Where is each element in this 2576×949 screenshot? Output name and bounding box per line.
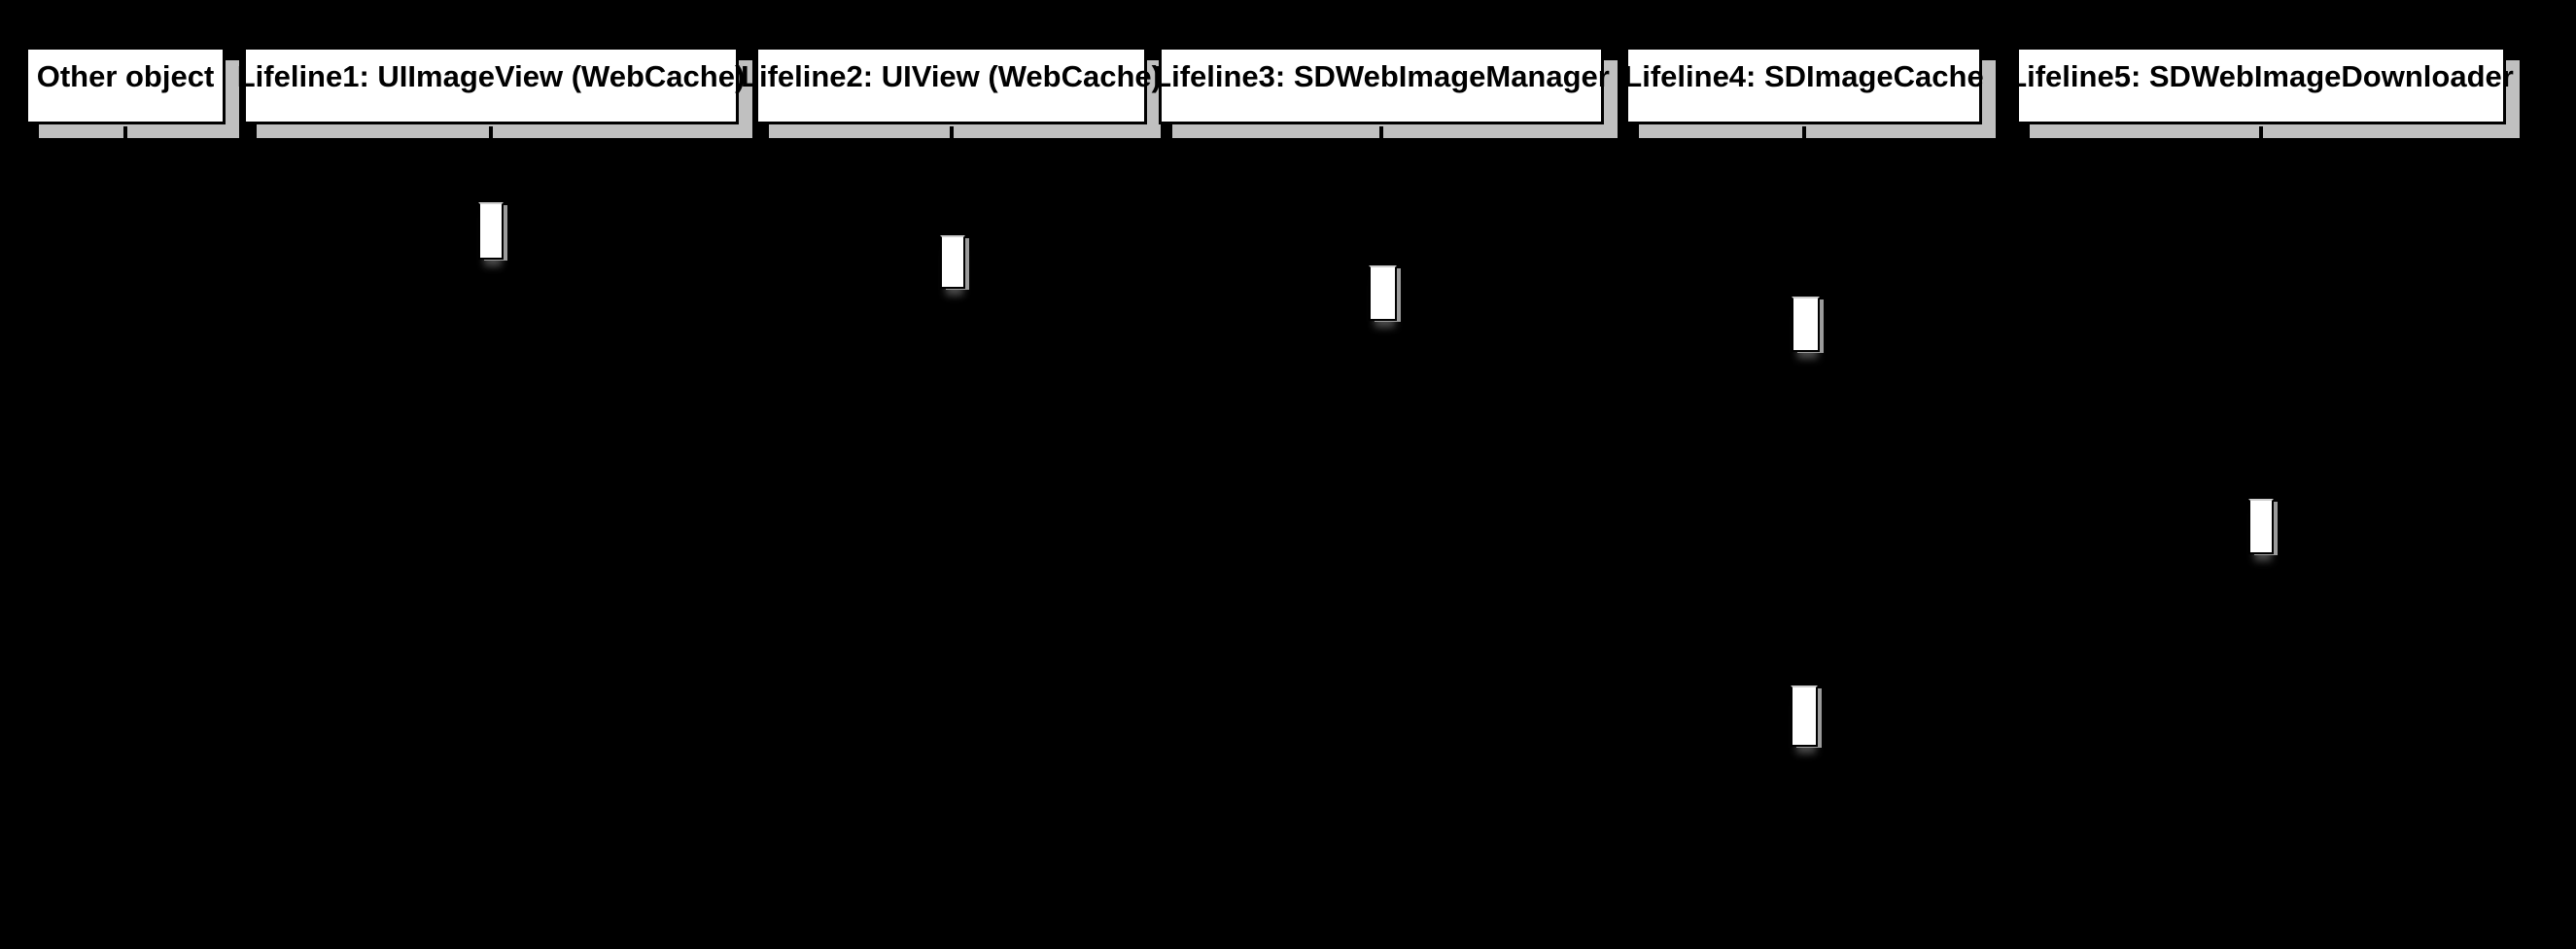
lifeline-dash	[123, 126, 127, 139]
lifeline-dash	[1379, 126, 1383, 139]
lifeline-head: Lifeline3: SDWebImageManager	[1153, 47, 1610, 124]
lifeline-dash	[1802, 126, 1806, 139]
activation-bar	[940, 235, 965, 289]
lifeline-head: Other object	[25, 47, 226, 124]
activation-bar	[1369, 265, 1397, 321]
lifeline-dash	[489, 126, 493, 139]
lifeline-head-label: Lifeline1: UIImageView (WebCache)	[236, 59, 746, 93]
message-arrowhead-icon	[1775, 679, 1792, 694]
lifeline-head: Lifeline5: SDWebImageDownloader	[2008, 47, 2514, 124]
lifeline-head-label: Lifeline4: SDImageCache	[1623, 59, 1984, 93]
lifeline-head: Lifeline1: UIImageView (WebCache)	[237, 47, 745, 124]
lifeline-head: Lifeline2: UIView (WebCache)	[741, 47, 1162, 124]
lifeline-dash	[2259, 126, 2263, 139]
lifeline-dash	[950, 126, 954, 139]
lifeline-head-label: Lifeline3: SDWebImageManager	[1153, 59, 1610, 93]
activation-bar	[478, 202, 504, 260]
lifeline-head-label: Lifeline5: SDWebImageDownloader	[2008, 59, 2514, 93]
lifeline-head-label: Lifeline2: UIView (WebCache)	[741, 59, 1162, 93]
activation-bar	[2248, 499, 2274, 554]
lifeline-head-label: Other object	[36, 59, 215, 93]
lifeline-head: Lifeline4: SDImageCache	[1623, 47, 1984, 124]
activation-bar	[1792, 297, 1820, 352]
activation-bar	[1791, 685, 1818, 747]
